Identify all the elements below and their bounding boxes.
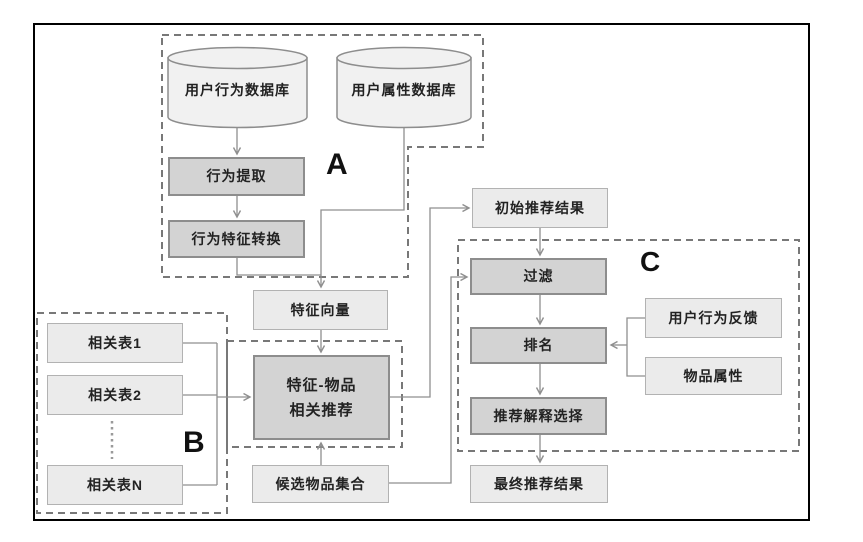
node-recommendation-explanation-selection: 推荐解释选择	[470, 397, 607, 435]
group-b-outline	[36, 312, 228, 514]
group-a-outline	[161, 34, 484, 278]
recommendation-core-outline	[226, 340, 403, 448]
database-cylinder-user-attribute	[336, 46, 472, 129]
edge-featureitemrec-to-initialresult	[390, 203, 471, 398]
group-b-label: B	[183, 426, 205, 459]
node-user-behavior-feedback: 用户行为反馈	[645, 298, 782, 338]
node-initial-recommendation-result: 初始推荐结果	[472, 188, 608, 228]
node-final-recommendation-result: 最终推荐结果	[470, 465, 608, 503]
node-behavior-feature-conversion: 行为特征转换	[168, 220, 305, 258]
edge-attributedb-to-featurevector	[316, 128, 405, 289]
node-related-table-n: 相关表N	[47, 465, 183, 505]
diagram-border-frame	[33, 23, 810, 521]
database-cylinder-user-behavior	[167, 46, 308, 129]
db-user-attribute-label: 用户属性数据库	[351, 82, 457, 98]
node-related-table-2: 相关表2	[47, 375, 183, 415]
group-a-label: A	[326, 148, 348, 181]
node-candidate-item-set: 候选物品集合	[252, 465, 389, 503]
node-ranking: 排名	[470, 327, 607, 364]
group-c-outline	[457, 239, 800, 452]
node-related-table-1: 相关表1	[47, 323, 183, 363]
node-filter: 过滤	[470, 258, 607, 295]
node-feature-vector: 特征向量	[253, 290, 388, 330]
edge-relatedtables-bus	[183, 342, 218, 486]
edge-conversion-to-junction	[236, 258, 321, 276]
node-item-attributes: 物品属性	[645, 357, 782, 395]
edge-feedback-attributes-bus	[626, 317, 645, 377]
group-c-label: C	[640, 246, 661, 277]
edge-candidateset-to-filter	[389, 272, 469, 484]
node-feature-item-recommendation: 特征-物品 相关推荐	[253, 355, 390, 440]
db-user-behavior-label: 用户行为数据库	[185, 82, 290, 98]
node-feature-item-recommendation-line1: 特征-物品	[286, 376, 357, 394]
node-behavior-extraction: 行为提取	[168, 157, 305, 196]
node-feature-item-recommendation-line2: 相关推荐	[289, 401, 354, 419]
